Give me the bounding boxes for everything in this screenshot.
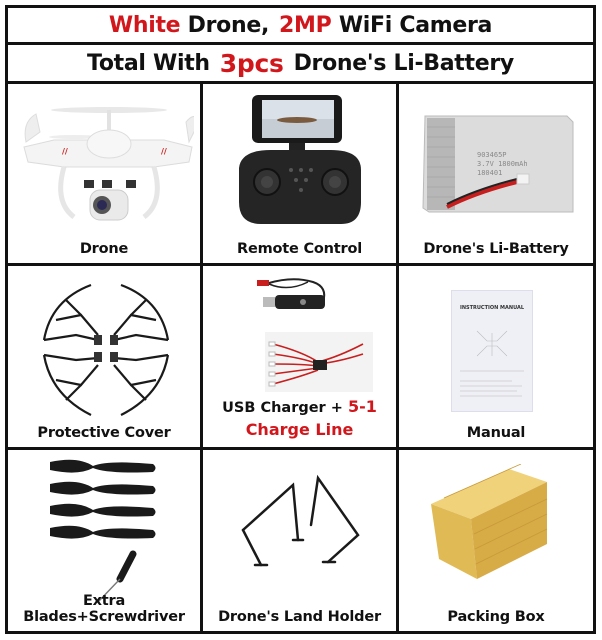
item-land-holder: Drone's Land Holder bbox=[203, 450, 399, 631]
camera-label: WiFi Camera bbox=[338, 12, 493, 38]
product-package-sheet: White Drone, 2MP WiFi Camera Total With 3p… bbox=[5, 5, 596, 634]
item-protective-cover: Protective Cover bbox=[8, 266, 203, 450]
item-caption: Extra Blades+Screwdriver bbox=[23, 593, 185, 625]
drone-icon: // // bbox=[23, 107, 194, 221]
svg-text:3.7V 1800mAh: 3.7V 1800mAh bbox=[477, 160, 528, 168]
remote-control-icon bbox=[239, 95, 361, 224]
camera-resolution: 2MP bbox=[279, 12, 332, 38]
svg-text:180401: 180401 bbox=[477, 169, 502, 177]
product-label: Drone, bbox=[187, 12, 270, 38]
battery-label: Drone's Li-Battery bbox=[293, 50, 515, 76]
blades-screwdriver-icon bbox=[50, 459, 156, 603]
contents-grid: // // Drone bbox=[8, 84, 593, 631]
usb-charger-icon bbox=[257, 278, 373, 392]
manual-icon: INSTRUCTION MANUAL bbox=[451, 290, 533, 412]
header-line-2: Total With 3pcs Drone's Li-Battery bbox=[8, 45, 593, 84]
item-caption: USB Charger + 5-1 Charge Line bbox=[203, 396, 396, 441]
item-manual: INSTRUCTION MANUAL Manual bbox=[399, 266, 593, 450]
caption-line-1-highlight: 5-1 bbox=[347, 397, 377, 416]
color-label: White bbox=[108, 12, 181, 38]
landing-gear-icon bbox=[241, 474, 360, 567]
svg-text:903465P: 903465P bbox=[477, 151, 507, 159]
item-remote-control: Remote Control bbox=[203, 84, 399, 266]
item-packing-box: Packing Box bbox=[399, 450, 593, 631]
svg-text://: // bbox=[62, 147, 68, 156]
item-caption: Protective Cover bbox=[37, 425, 171, 441]
item-caption: Drone's Land Holder bbox=[218, 609, 381, 625]
propeller-guard-icon bbox=[42, 283, 170, 416]
item-caption: Packing Box bbox=[447, 609, 545, 625]
svg-text://: // bbox=[161, 147, 167, 156]
item-caption: Remote Control bbox=[236, 241, 363, 257]
item-caption: Drone bbox=[79, 241, 129, 257]
battery-count: 3pcs bbox=[219, 48, 284, 78]
item-li-battery: 903465P 3.7V 1800mAh 180401 Drone's Li-B… bbox=[399, 84, 593, 266]
item-caption: Manual bbox=[466, 425, 526, 441]
manual-title: INSTRUCTION MANUAL bbox=[459, 305, 525, 311]
header-line-1: White Drone, 2MP WiFi Camera bbox=[8, 8, 593, 45]
caption-line-2: Charge Line bbox=[245, 420, 354, 439]
item-caption: Drone's Li-Battery bbox=[423, 241, 569, 257]
item-extra-blades: Extra Blades+Screwdriver bbox=[8, 450, 203, 631]
total-label: Total With bbox=[87, 50, 210, 76]
battery-icon: 903465P 3.7V 1800mAh 180401 bbox=[422, 115, 574, 213]
packing-box-icon bbox=[431, 464, 548, 579]
item-drone: // // Drone bbox=[8, 84, 203, 266]
item-usb-charger: USB Charger + 5-1 Charge Line bbox=[203, 266, 399, 450]
caption-line-1: USB Charger + bbox=[222, 400, 348, 416]
